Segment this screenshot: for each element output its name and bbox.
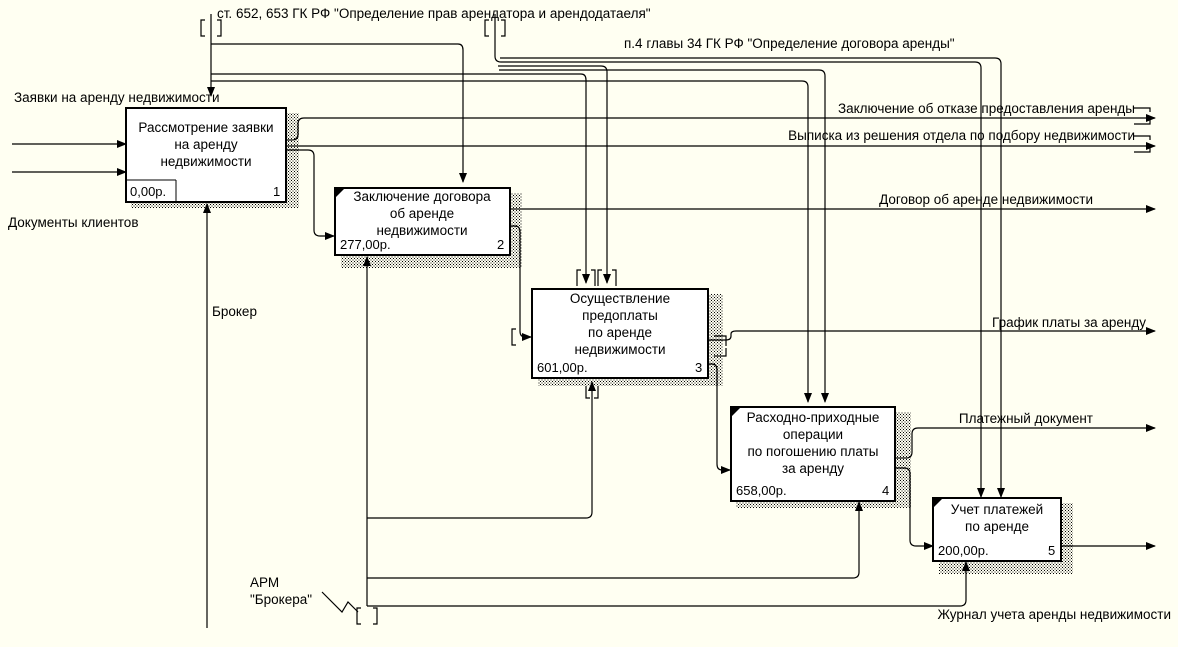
output-label-schedule: График платы за аренду <box>992 315 1146 330</box>
box-1-line-1: Рассмотрение заявки <box>138 120 273 135</box>
control-arrows <box>200 14 1005 498</box>
box-4-cost: 658,00р. <box>736 483 787 498</box>
mechanism-label-arm-2: "Брокера" <box>250 592 312 607</box>
box-5-line-2: по аренде <box>965 519 1029 534</box>
arrow-labels: ст. 652, 653 ГК РФ "Определение прав аре… <box>8 6 1171 622</box>
mechanism-arrows <box>203 203 970 628</box>
box-1-line-3: недвижимости <box>160 154 251 169</box>
box-2-number: 2 <box>497 237 504 252</box>
activity-box-2[interactable]: Заключение договора об аренде недвижимос… <box>334 187 511 256</box>
mechanism-label-journal: Журнал учета аренды недвижимости <box>937 607 1171 622</box>
box-2-cost: 277,00р. <box>340 237 391 252</box>
box-1-number: 1 <box>273 184 280 199</box>
box-3-line-3: по аренде <box>588 325 652 340</box>
mechanism-label-broker: Брокер <box>212 304 257 319</box>
box-3-cost: 601,00р. <box>537 360 588 375</box>
box-4-number: 4 <box>882 483 889 498</box>
control-label-gk-34: п.4 главы 34 ГК РФ "Определение договора… <box>624 36 955 51</box>
box-1-cost: 0,00р. <box>130 184 166 199</box>
activity-box-1[interactable]: Рассмотрение заявки на аренду недвижимос… <box>125 107 287 203</box>
box-1-line-2: на аренду <box>174 137 238 152</box>
box-4-line-1: Расходно-приходные <box>747 410 880 425</box>
box-4-line-2: операции <box>783 427 843 442</box>
output-arrows <box>286 107 1156 550</box>
input-arrows <box>12 140 934 550</box>
box-2-line-1: Заключение договора <box>353 189 491 204</box>
input-label-requests: Заявки на аренду недвижимости <box>14 90 220 105</box>
activity-box-4[interactable]: Расходно-приходные операции по погошению… <box>730 406 896 502</box>
output-label-extract: Выписка из решения отдела по подбору нед… <box>788 128 1135 143</box>
output-label-payment-doc: Платежный документ <box>959 411 1093 426</box>
box-3-number: 3 <box>695 360 702 375</box>
box-5-cost: 200,00р. <box>938 543 989 558</box>
input-label-client-docs: Документы клиентов <box>8 215 139 230</box>
box-2-line-2: об аренде <box>390 206 454 221</box>
box-5-number: 5 <box>1048 543 1055 558</box>
box-2-line-3: недвижимости <box>376 223 467 238</box>
box-3-line-1: Осуществление <box>570 291 670 306</box>
activity-box-3[interactable]: Осуществление предоплаты по аренде недви… <box>531 288 709 379</box>
box-3-line-2: предоплаты <box>582 308 658 323</box>
box-5-line-1: Учет платежей <box>951 502 1043 517</box>
box-3-line-4: недвижимости <box>574 342 665 357</box>
box-4-line-3: по погошению платы <box>747 444 878 459</box>
mechanism-label-arm-1: АРМ <box>250 575 279 590</box>
output-label-contract: Договор об аренде недвижимости <box>879 192 1093 207</box>
box-4-line-4: за аренду <box>782 461 844 476</box>
activity-box-5[interactable]: Учет платежей по аренде 200,00р. 5 <box>932 497 1062 562</box>
control-label-gk-652: ст. 652, 653 ГК РФ "Определение прав аре… <box>217 6 651 21</box>
output-label-refusal: Заключение об отказе предоставления арен… <box>838 101 1135 116</box>
